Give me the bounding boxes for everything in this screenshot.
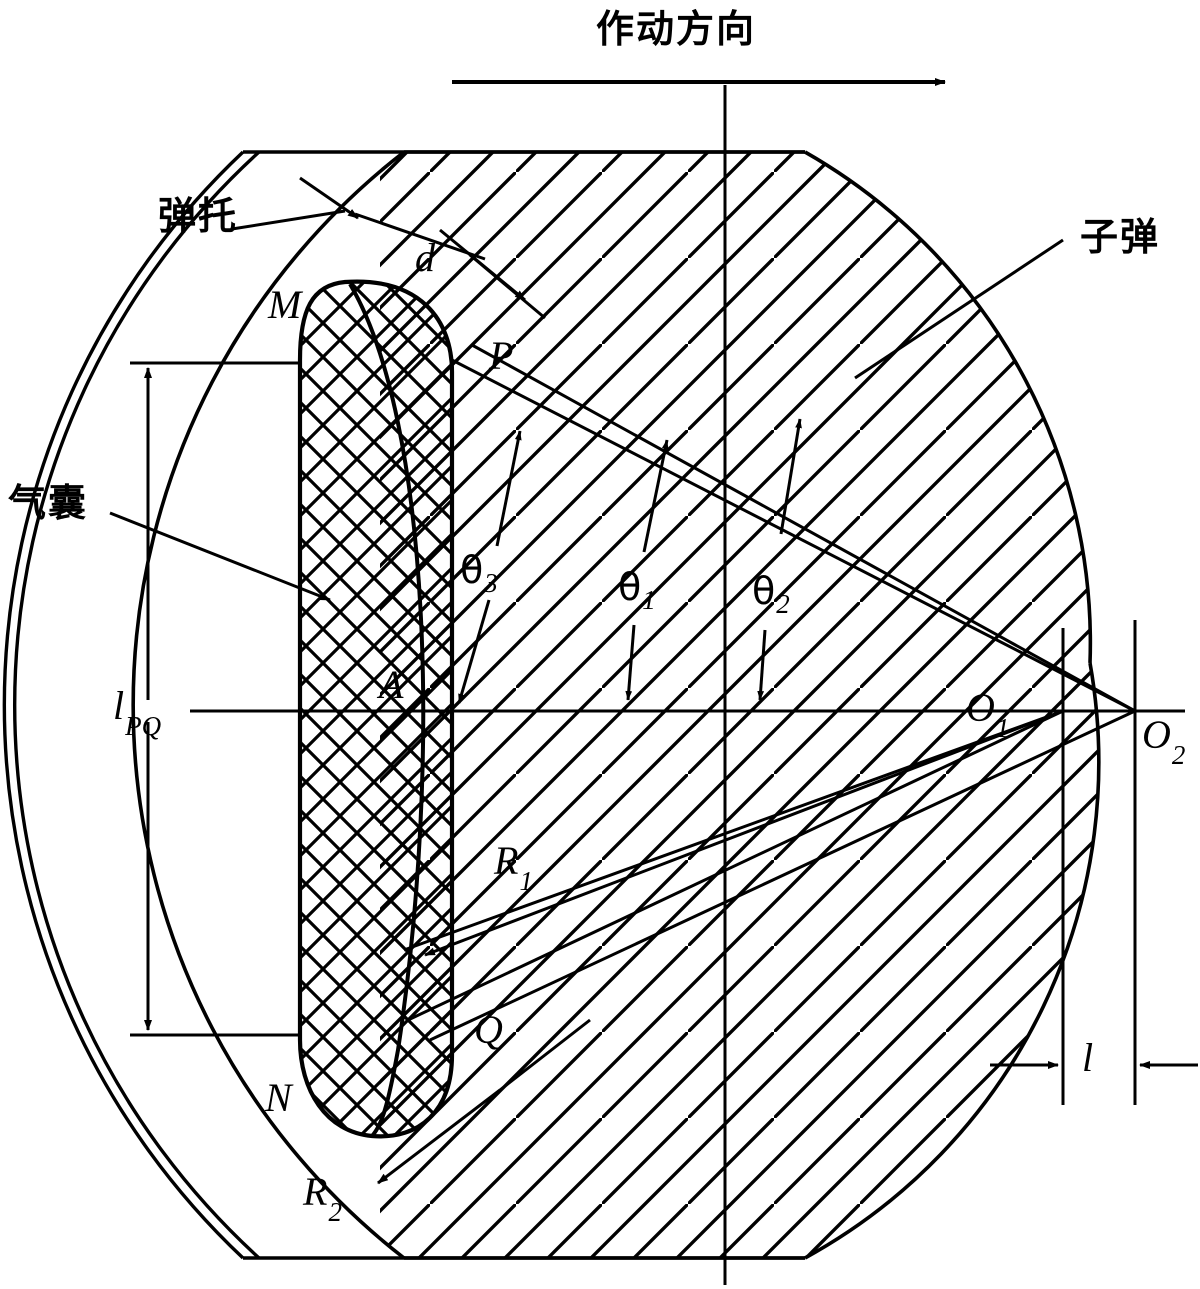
sabot-label: 弹托 <box>158 194 239 238</box>
dimension-label-l: l <box>1082 1035 1094 1080</box>
sabot-edge-lines <box>243 150 805 1260</box>
angle-label-theta3: θ3 <box>460 548 498 597</box>
point-label-N: N <box>265 1075 292 1120</box>
point-label-M: M <box>268 282 302 327</box>
point-label-A: A <box>379 662 404 707</box>
dimension-label-R1: R1 <box>494 838 533 895</box>
point-label-O2-sub: 2 <box>1171 740 1186 770</box>
dimension-R1 <box>424 709 1064 957</box>
point-label-O1-sub: 1 <box>995 713 1010 743</box>
point-label-Q: Q <box>474 1007 503 1052</box>
airbag-inner-arc <box>348 282 426 1138</box>
construction-rays <box>403 343 1136 1042</box>
actuation-direction-label: 作动方向 <box>596 7 757 51</box>
point-label-O1-base: O <box>966 685 995 730</box>
point-label-O2: O2 <box>1142 712 1185 769</box>
angle-label-theta2-base: θ <box>752 569 776 613</box>
angle-label-theta1-base: θ <box>618 565 642 609</box>
bullet-body-hatching <box>380 152 1100 1258</box>
dimension-label-R2-sub: 2 <box>328 1197 342 1227</box>
angle-label-theta2-sub: 2 <box>776 589 790 619</box>
point-label-O2-base: O <box>1142 712 1171 757</box>
construction-lines-right <box>1061 620 1137 1105</box>
angle-label-theta1-sub: 1 <box>642 585 656 615</box>
bullet-label: 子弹 <box>1080 215 1161 259</box>
dimension-label-R1-sub: 1 <box>519 866 533 896</box>
point-label-O1: O1 <box>966 685 1009 742</box>
dimension-lPQ <box>130 361 300 1037</box>
angle-label-theta2: θ2 <box>752 569 790 618</box>
dimension-label-R1-base: R <box>494 838 519 883</box>
dimension-label-R2: R2 <box>303 1169 342 1226</box>
dimension-label-d: d <box>415 235 435 280</box>
dimension-label-lPQ-sub: PQ <box>125 711 162 741</box>
angle-label-theta3-base: θ <box>460 548 484 592</box>
sabot-outline <box>2 150 261 1260</box>
dimension-label-lPQ-base: l <box>113 683 125 728</box>
airbag-region <box>297 279 455 1139</box>
dimension-label-lPQ: lPQ <box>113 683 161 740</box>
angle-label-theta3-sub: 3 <box>484 568 498 598</box>
dimension-R2 <box>377 1018 591 1185</box>
dimension-d <box>354 212 546 320</box>
angle-label-theta1: θ1 <box>618 565 656 614</box>
dimension-label-R2-base: R <box>303 1169 328 1214</box>
airbag-label: 气囊 <box>8 481 89 525</box>
angle-markers <box>457 418 802 704</box>
point-label-P: P <box>489 333 514 378</box>
